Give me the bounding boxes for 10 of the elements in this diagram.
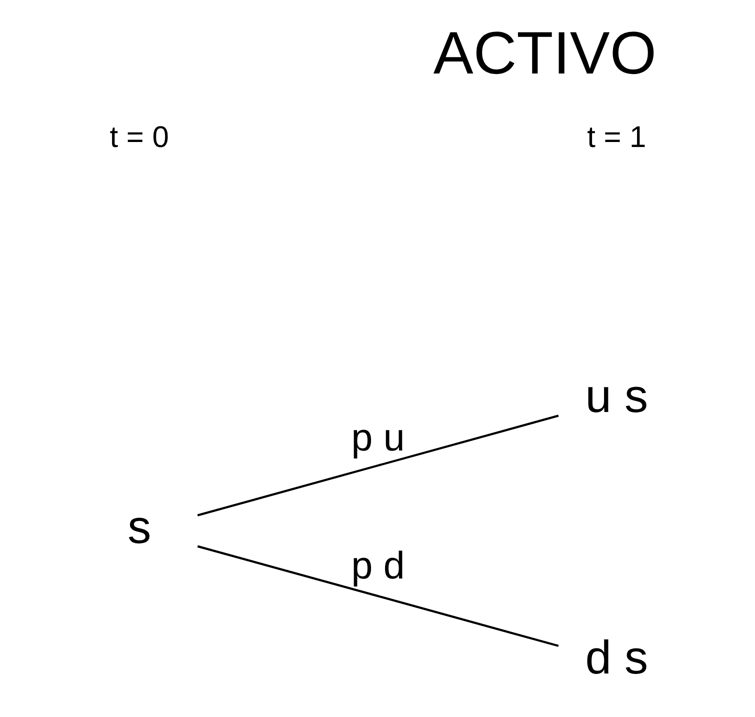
node-text: s — [127, 500, 151, 553]
node-text: u s — [584, 369, 648, 422]
connector — [196, 545, 558, 647]
edge-label: p d — [350, 544, 404, 588]
edge-label: p u — [350, 416, 404, 460]
label: t = 0 — [109, 121, 168, 154]
node-text: d s — [584, 630, 648, 684]
label: t = 1 — [586, 121, 646, 154]
diagram-title: ACTIVO — [432, 20, 656, 87]
connector — [196, 414, 558, 516]
